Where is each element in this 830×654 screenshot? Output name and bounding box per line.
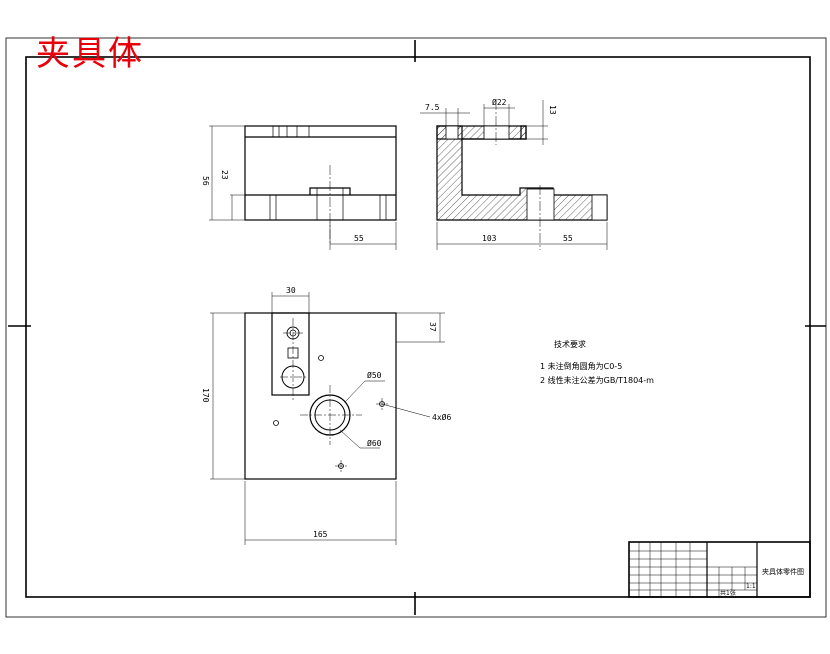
dim-holes: 4xØ6 [432,412,451,422]
outer-frame [5,37,827,618]
dim-front-h2: 23 [220,170,229,180]
side-dims [420,100,608,250]
title-block-part-name: 夹具体零件图 [762,567,804,576]
dim-side-w1: 103 [482,234,497,243]
dim-side-dia: Ø22 [492,97,507,107]
top-view [244,312,397,480]
center-marks [8,40,826,615]
dim-side-w2: 55 [563,234,573,243]
dim-d-inner: Ø50 [367,370,382,380]
dim-top-w: 30 [286,286,296,295]
notes-line1: 1 未注倒角圆角为C0-5 [540,361,622,371]
front-dims [209,125,397,250]
front-view [244,125,397,245]
title-block-sheet: 共1张 [720,589,736,597]
dim-front-w: 55 [354,234,364,243]
inner-frame [25,56,811,598]
dim-front-h1: 56 [201,176,210,186]
dim-top-h: 37 [428,322,437,332]
dim-top-total-h: 170 [201,388,210,403]
top-dims [210,292,445,545]
notes-line2: 2 线性未注公差为GB/T1804-m [540,375,654,385]
dim-top-total-w: 165 [313,530,328,539]
title-block-scale: 1:1 [746,583,756,590]
side-view [436,100,608,250]
drawing-title: 夹具体 [36,34,144,74]
dim-side-h: 13 [548,105,557,115]
dim-side-gap: 7.5 [425,103,440,112]
top-centerlines [280,318,388,472]
title-block [628,541,811,598]
dim-d-outer: Ø60 [367,438,382,448]
notes-heading: 技术要求 [554,339,586,349]
